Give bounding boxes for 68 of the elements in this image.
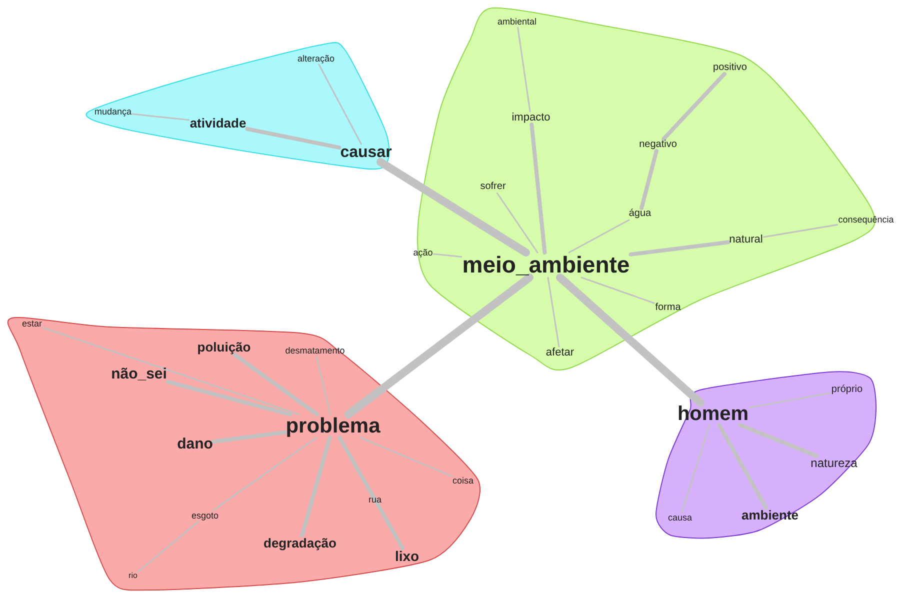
connector-line [433,253,462,258]
word-label: rua [368,496,382,504]
word-label: causar [340,145,392,161]
word-label: natureza [810,457,858,469]
connector-line [376,158,530,256]
word-label: mudança [94,108,132,116]
word-label: ação [413,248,433,258]
word-label: esgoto [191,512,219,520]
connector-line [496,192,538,254]
connector-line [300,436,332,538]
word-label: coisa [452,476,474,486]
word-label: ambiental [497,18,537,26]
word-label: não_sei [111,366,167,382]
connector-line [717,423,768,510]
word-label: natural [729,234,763,246]
word-label: sofrer [480,182,506,192]
word-label: problema [286,416,380,436]
connector-line [628,240,730,256]
connector-line [556,274,705,407]
word-label: alteração [297,54,335,64]
word-label: estar [22,320,42,328]
word-label: forma [655,303,681,313]
connector-line [338,436,404,550]
word-label: próprio [831,385,863,395]
connector-line [42,326,300,416]
connector-line [316,356,331,416]
connector-line [166,380,292,416]
word-label: atividade [190,116,246,130]
cluster-region [7,317,480,591]
connector-line [547,276,560,348]
word-label: impacto [512,112,550,124]
word-label: desmatamento [285,346,345,356]
word-label: água [628,209,652,219]
word-label: dano [177,436,213,452]
word-label: homem [677,404,749,424]
connector-line [530,122,547,254]
connector-line [662,72,726,141]
connector-line [640,149,658,210]
connector-line [318,64,362,145]
connector-line [568,219,630,254]
connector-line [338,436,373,496]
connector-line [132,113,190,121]
connector-line [212,430,287,444]
connector-line [763,224,838,238]
word-label: lixo [394,549,420,563]
connector-line [359,436,452,477]
word-label: afetar [546,348,574,358]
connector-line [748,392,832,408]
connector-line [580,276,655,304]
word-label: ambiente [741,508,799,522]
cluster-region [86,42,390,170]
connector-line [245,126,342,150]
cluster-region [656,371,877,539]
word-label: negativo [639,140,677,150]
word-label: consequência [838,216,894,224]
connector-line [344,274,534,418]
word-label: poluição [197,340,251,354]
connector-line [138,520,200,572]
connector-line [232,352,320,416]
word-label: rio [128,572,138,580]
connector-line [738,423,819,458]
connector-line [517,26,531,112]
connector-line [681,424,710,514]
connector-line [212,436,318,512]
word-label: positivo [713,63,747,73]
word-label: causa [668,514,692,522]
word-label: meio_ambiente [462,254,630,276]
word-label: degradação [264,536,336,550]
